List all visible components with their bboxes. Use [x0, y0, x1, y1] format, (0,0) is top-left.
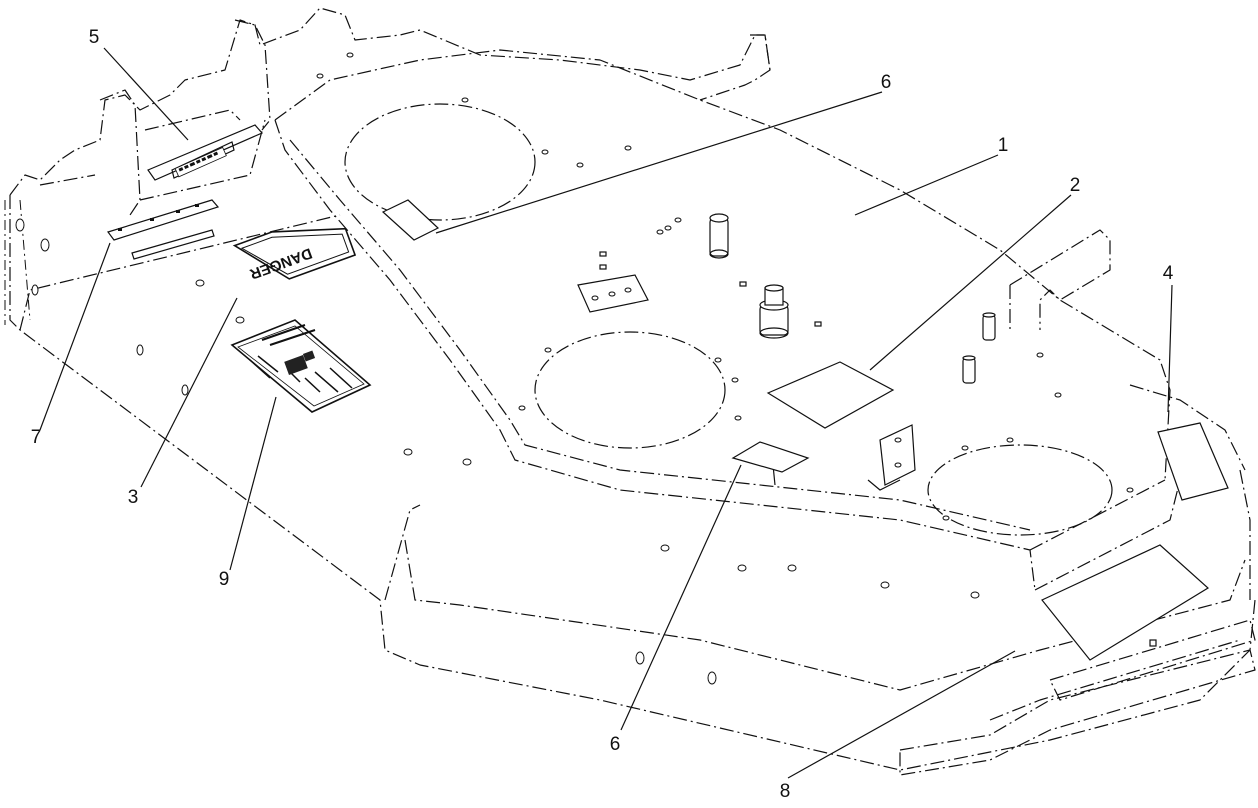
callout-4: 4 — [1163, 263, 1174, 284]
callout-labels: 5 6 1 2 4 7 3 9 6 8 — [31, 27, 1174, 802]
spindle-components — [577, 213, 996, 491]
callout-8: 8 — [780, 781, 791, 802]
callout-9: 9 — [219, 569, 230, 590]
leader-5 — [103, 47, 189, 141]
mounting-holes — [15, 52, 1134, 685]
decal-2 — [766, 361, 895, 429]
decal-6-top — [381, 199, 440, 241]
leader-2 — [869, 194, 1072, 371]
callout-1: 1 — [998, 135, 1009, 156]
leader-1 — [854, 154, 999, 216]
leader-lines — [39, 47, 1173, 779]
blade-openings — [344, 103, 1113, 536]
leader-3 — [140, 297, 238, 488]
decal-warning-panel — [230, 319, 372, 413]
decal-model-plate — [147, 124, 263, 181]
leader-8 — [787, 650, 1016, 779]
left-blade-opening — [344, 103, 536, 221]
callout-3: 3 — [128, 487, 139, 508]
deck-housing — [4, 7, 1256, 776]
leader-6-bottom — [620, 464, 742, 731]
decal-4 — [1157, 422, 1229, 501]
leader-7 — [39, 242, 111, 431]
callout-5: 5 — [89, 27, 100, 48]
decal-danger: DANGER — [232, 227, 357, 282]
callout-7: 7 — [31, 427, 42, 448]
decal-6-bottom — [731, 441, 810, 473]
decal-height-of-cut — [107, 199, 220, 241]
leader-6-top — [435, 91, 883, 234]
callout-2: 2 — [1070, 175, 1081, 196]
decal-8 — [1041, 544, 1210, 661]
center-blade-opening — [534, 331, 726, 449]
leader-4 — [1167, 284, 1173, 413]
callout-6-top: 6 — [881, 72, 892, 93]
right-blade-opening — [927, 444, 1113, 536]
callout-6-bottom: 6 — [610, 734, 621, 755]
leader-9 — [229, 396, 277, 571]
decals: DANGER — [107, 124, 1229, 661]
